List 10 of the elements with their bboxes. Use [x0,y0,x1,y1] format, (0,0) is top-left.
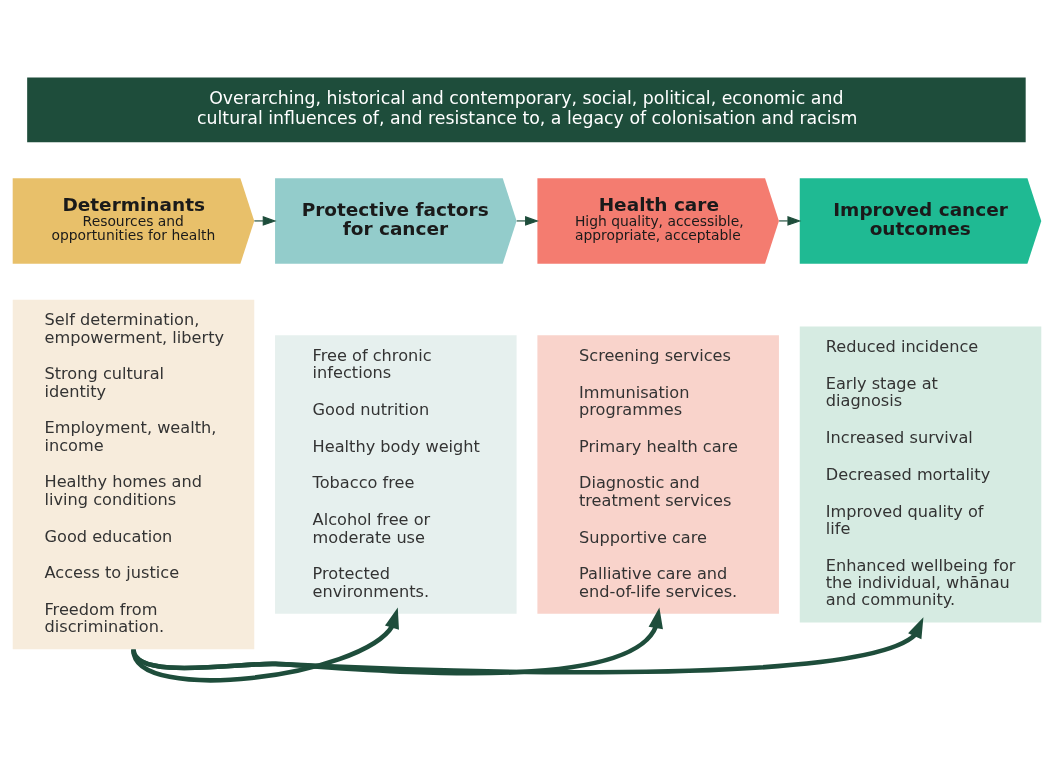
arrow [253,216,277,226]
arrow [131,607,399,683]
node-box: Free of chronic infections Good nutrition Healthy body weight Tobacco free Alcohol free or moderate use Protected environments. [275,335,517,614]
node-box: Reduced incidence Early stage at diagnosis Increased survival Decreased mortality Improved quality of life Enhanced wellbeing for the individual, whānau and community. [799,326,1042,623]
node-box: Self determination, empowerment, liberty Strong cultural identity Employment, wealth, income Healthy homes and living conditions Good education Access to justice Freedom from discrimination. [12,299,255,650]
node-box: Screening services Immunisation programmes Primary health care Diagnostic and treatment services Supportive care Palliative care and end-of-life services. [537,335,779,614]
arrow [131,617,924,675]
arrow [778,216,802,226]
arrow [516,216,539,226]
node-box: Overarching, historical and contemporary, social, political, economic and cultural influences of, and resistance to, a legacy of colonisation and racism [27,77,1026,143]
